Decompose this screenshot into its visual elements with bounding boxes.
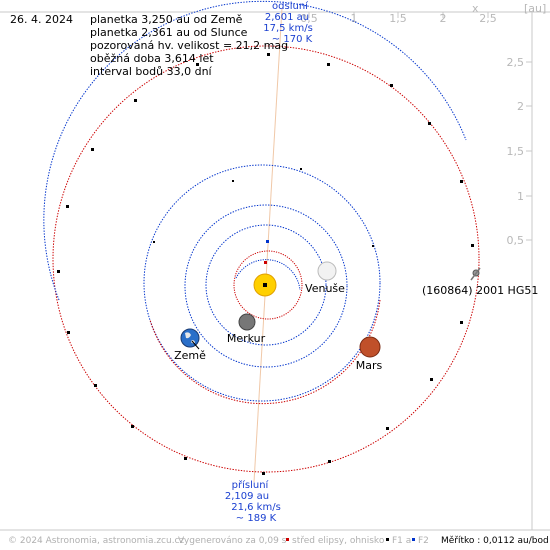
earth-orbit	[184, 204, 348, 368]
sun-focus-marker	[263, 283, 267, 287]
right-tick-label-2-5: 2,5	[507, 56, 525, 69]
earth-land	[185, 332, 195, 344]
footer-scale: Měřítko : 0,0112 au/bod	[441, 536, 549, 546]
mars-planet	[359, 336, 381, 358]
info-period: oběžná doba 3,614 let	[90, 52, 214, 65]
info-magnitude: pozorovaná hv. velikost = 21,2 mag	[90, 39, 288, 52]
footer-copyright: © 2024 Astronomia, astronomia.zcu.cz	[8, 536, 185, 546]
asteroid-orbit	[52, 45, 480, 473]
perihelion-distance: 2,109 au	[225, 491, 269, 502]
info-interval: interval bodů 33,0 dní	[90, 65, 213, 78]
footer-generated: Vygenerováno za 0,09 s	[178, 536, 287, 546]
aphelion-speed: 17,5 km/s	[263, 23, 313, 34]
perihelion-label: přísluní 2,109 au 21,6 km/s ~ 189 K	[225, 479, 281, 524]
mars-position-dots	[153, 168, 374, 247]
top-tick-label-2: 2	[440, 12, 447, 25]
aphelion-distance: 2,601 au	[265, 12, 309, 23]
asteroid-position-dots	[57, 53, 474, 475]
perihelion-speed: 21,6 km/s	[231, 502, 281, 513]
footer-legend-f2: F2	[418, 536, 429, 546]
legend-f2-marker	[412, 538, 415, 541]
aphelion-label: odsluní 2,601 au 17,5 km/s ~ 170 K	[263, 0, 313, 45]
apsis-line	[253, 7, 283, 483]
footer-legend-center: střed elipsy, ohnisko	[292, 536, 385, 546]
perihelion-title: přísluní	[232, 479, 270, 491]
legend-f1-marker	[386, 538, 389, 541]
footer-legend-f1: F1 a	[392, 536, 411, 546]
mars-orbit	[143, 164, 381, 402]
asteroid-icon	[470, 267, 481, 281]
top-axis-ticks	[308, 12, 489, 18]
mercury-orbit-blue-part	[235, 259, 301, 291]
venus-planet	[317, 261, 337, 281]
legend-center-marker	[286, 538, 289, 541]
right-tick-label-2: 2	[517, 100, 524, 113]
mars-label: Mars	[356, 359, 383, 372]
venus-label: Venuše	[305, 282, 345, 295]
axis-au-unit: [au]	[524, 2, 546, 15]
ellipse-center-marker	[264, 261, 267, 264]
right-axis-ticks	[526, 61, 532, 241]
earth-label: Země	[174, 349, 206, 362]
venus-orbit	[205, 224, 327, 346]
mercury-orbit	[233, 250, 303, 320]
earth-planet	[180, 328, 200, 348]
aphelion-temp: ~ 170 K	[272, 34, 313, 45]
axis-x-unit: x	[472, 2, 479, 15]
date-label: 26. 4. 2024	[10, 13, 73, 26]
top-tick-label-2-5: 2,5	[479, 12, 497, 25]
info-sun-distance: planetka 2,361 au od Slunce	[90, 26, 248, 39]
asteroid-label: (160864) 2001 HG51	[422, 284, 538, 297]
info-earth-distance: planetka 3,250 au od Země	[90, 13, 243, 26]
aphelion-title: odsluní	[272, 0, 309, 12]
focus-f2-marker	[266, 240, 269, 243]
top-tick-label-0-5: 0,5	[300, 12, 318, 25]
asteroid-orbit-blue-part	[43, 0, 467, 301]
top-tick-label-1-5: 1,5	[389, 12, 407, 25]
mercury-planet	[238, 313, 256, 331]
mercury-label: Merkur	[227, 332, 266, 345]
perihelion-temp: ~ 189 K	[236, 513, 277, 524]
top-tick-label-1: 1	[351, 12, 358, 25]
right-tick-label-0-5: 0,5	[507, 234, 525, 247]
earth-to-asteroid-line	[191, 340, 200, 350]
right-tick-label-1-5: 1,5	[507, 145, 525, 158]
right-tick-label-1: 1	[517, 190, 524, 203]
